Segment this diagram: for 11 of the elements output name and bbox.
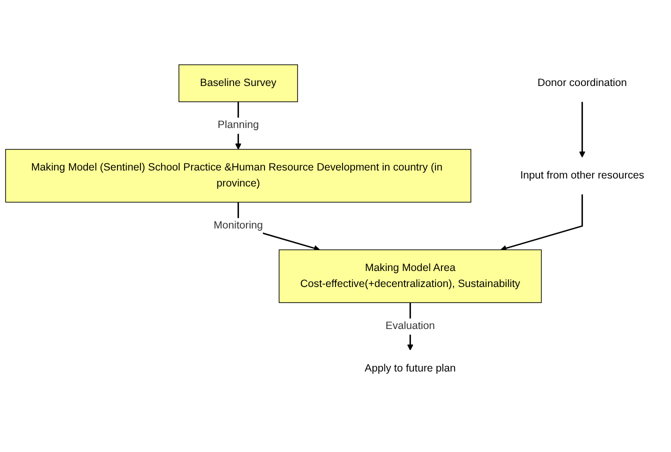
arrow — [579, 102, 586, 158]
arrow — [500, 194, 583, 252]
edge-label: Evaluation — [386, 320, 435, 332]
node-box: Making Model Area Cost-effective(+decentralization), Sustainability — [278, 249, 542, 303]
edge-label: Planning — [218, 119, 259, 132]
node-box: Making Model (Sentinel) School Practice &Human Resource Development in country (in province) — [5, 149, 472, 203]
node-text: Apply to future plan — [364, 362, 456, 374]
node-text: Donor coordination — [538, 76, 627, 89]
node-text: Input from other resources — [520, 169, 644, 182]
edge-label: Monitoring — [214, 219, 263, 232]
node-box: Baseline Survey — [178, 64, 298, 102]
